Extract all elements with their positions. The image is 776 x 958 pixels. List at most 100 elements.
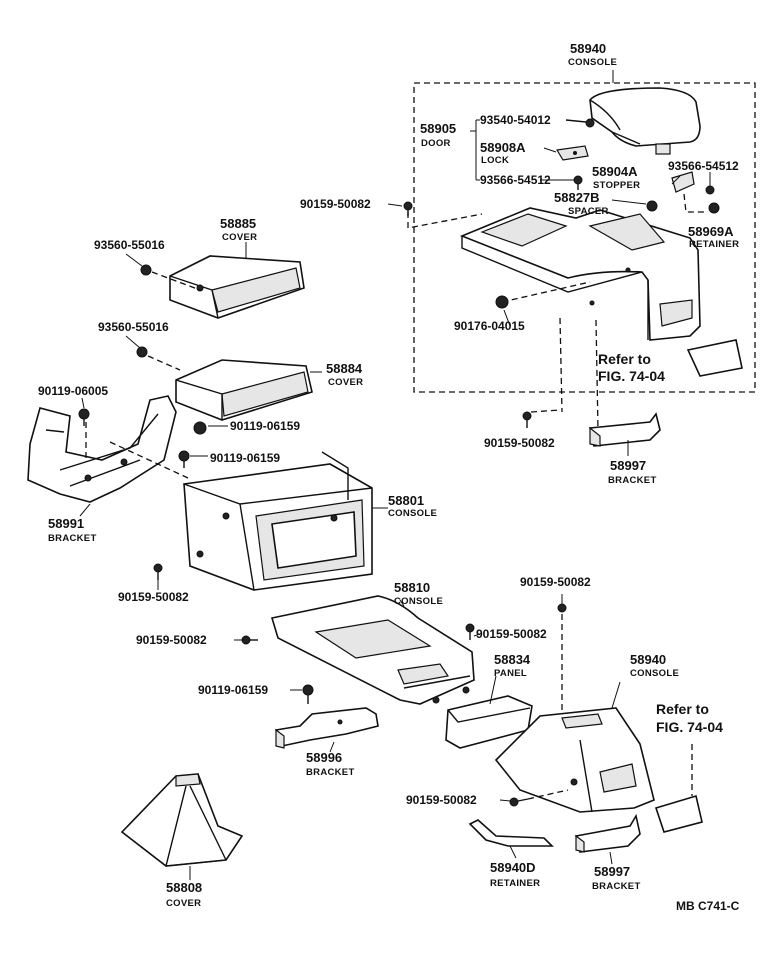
rear-console-body — [459, 207, 701, 341]
label-90159-50082-b: 90159-50082 — [484, 436, 555, 450]
svg-text:58991: 58991 — [48, 516, 84, 531]
svg-text:COVER: COVER — [222, 232, 257, 243]
svg-text:58827B: 58827B — [554, 190, 600, 205]
label-90159-50082-d: 90159-50082 — [136, 633, 207, 647]
svg-text:RETAINER: RETAINER — [490, 878, 540, 889]
svg-text:DOOR: DOOR — [421, 138, 451, 149]
bracket-58997-bottom — [575, 813, 641, 853]
label-93566-54512-left: 93566-54512 — [480, 173, 551, 187]
console-58940-bottom — [494, 603, 655, 813]
label-58969A: 58969A RETAINER — [688, 224, 739, 250]
label-58940-bottom: 58940 CONSOLE — [630, 652, 679, 679]
label-90159-50082-a: 90159-50082 — [300, 197, 371, 211]
label-58884: 58884 COVER — [326, 361, 363, 388]
label-58991: 58991 BRACKET — [48, 516, 97, 544]
screw-93560-a — [140, 264, 201, 291]
label-58905: 58905 DOOR — [420, 121, 456, 149]
bracket-58991 — [27, 395, 189, 503]
switch-cover-piece-bottom — [654, 744, 703, 833]
label-refer-bottom: Refer to FIG. 74-04 — [656, 701, 723, 735]
label-90119-06005: 90119-06005 — [38, 384, 108, 398]
svg-text:CONSOLE: CONSOLE — [630, 668, 679, 679]
svg-text:SPACER: SPACER — [568, 206, 609, 217]
label-58808: 58808 COVER — [166, 880, 202, 909]
svg-text:BRACKET: BRACKET — [48, 533, 97, 544]
stopper-58904A — [671, 171, 720, 214]
console-58940-group-frame — [413, 70, 756, 393]
label-58997-bottom: 58997 BRACKET — [592, 864, 641, 892]
svg-text:STOPPER: STOPPER — [593, 180, 640, 191]
screw-90159-a — [403, 201, 413, 216]
svg-text:58997: 58997 — [594, 864, 630, 879]
svg-text:LOCK: LOCK — [481, 155, 509, 166]
svg-text:58997: 58997 — [610, 458, 646, 473]
label-90176-04015: 90176-04015 — [454, 319, 525, 333]
svg-text:RETAINER: RETAINER — [689, 239, 739, 250]
svg-text:BRACKET: BRACKET — [306, 767, 355, 778]
label-90159-50082-f: 90159-50082 — [520, 575, 591, 589]
bolt-90119-b — [193, 421, 207, 435]
label-93540-54012: 93540-54012 — [480, 113, 551, 127]
label-90159-50082-e: 90159-50082 — [476, 627, 547, 641]
svg-text:58834: 58834 — [494, 652, 531, 667]
screw-90159-c — [153, 563, 163, 580]
svg-text:COVER: COVER — [328, 377, 363, 388]
bracket-58996 — [274, 707, 379, 749]
lock-58908A — [556, 145, 589, 161]
label-58940-top: 58940 CONSOLE — [568, 41, 617, 68]
label-93566-54512-right: 93566-54512 — [668, 159, 739, 173]
svg-text:58884: 58884 — [326, 361, 363, 376]
svg-text:58905: 58905 — [420, 121, 456, 136]
svg-text:58940: 58940 — [630, 652, 666, 667]
svg-text:58904A: 58904A — [592, 164, 638, 179]
svg-text:58810: 58810 — [394, 580, 430, 595]
label-93560-55016-b: 93560-55016 — [98, 320, 169, 334]
nut-90176 — [495, 295, 509, 309]
bracket-58997-top — [589, 412, 661, 447]
screw-93560-b — [136, 346, 181, 371]
retainer-58940D — [468, 819, 554, 847]
svg-text:58808: 58808 — [166, 880, 202, 895]
bolt-90119-c — [178, 450, 190, 468]
svg-text:PANEL: PANEL — [494, 668, 527, 679]
label-90159-50082-c: 90159-50082 — [118, 590, 189, 604]
svg-text:Refer to: Refer to — [598, 351, 651, 367]
svg-text:58940D: 58940D — [490, 860, 536, 875]
svg-text:58969A: 58969A — [688, 224, 734, 239]
label-58997-top: 58997 BRACKET — [608, 458, 657, 486]
svg-text:Refer to: Refer to — [656, 701, 709, 717]
figure-code: MB C741-C — [676, 899, 740, 913]
label-58834: 58834 PANEL — [494, 652, 531, 679]
label-90119-06159-d: 90119-06159 — [198, 683, 268, 697]
shift-boot-cover-58808 — [120, 773, 244, 867]
label-58996: 58996 BRACKET — [306, 750, 355, 778]
screw-90159-g — [509, 789, 569, 807]
svg-text:58940: 58940 — [570, 41, 606, 56]
label-58908A: 58908A LOCK — [480, 140, 526, 166]
console-58801 — [183, 451, 373, 591]
cover-58885 — [169, 255, 305, 319]
svg-text:CONSOLE: CONSOLE — [568, 57, 617, 68]
svg-text:58996: 58996 — [306, 750, 342, 765]
bolt-90119-a — [78, 408, 90, 426]
svg-text:FIG. 74-04: FIG. 74-04 — [598, 368, 665, 384]
spacer-58827B — [646, 200, 658, 212]
console-58810 — [270, 595, 475, 705]
svg-text:CONSOLE: CONSOLE — [394, 596, 443, 607]
svg-text:CONSOLE: CONSOLE — [388, 508, 437, 519]
leader-lines — [79, 119, 711, 880]
console-door-58905 — [589, 87, 701, 155]
label-58801: 58801 CONSOLE — [388, 493, 437, 519]
svg-text:FIG. 74-04: FIG. 74-04 — [656, 719, 723, 735]
cover-58884 — [175, 359, 313, 421]
svg-text:BRACKET: BRACKET — [608, 475, 657, 486]
label-58810: 58810 CONSOLE — [394, 580, 443, 607]
screw-90159-b — [522, 409, 561, 428]
switch-cover-piece-top — [686, 339, 743, 377]
bolt-90119-d — [302, 684, 314, 704]
svg-text:BRACKET: BRACKET — [592, 881, 641, 892]
svg-text:58801: 58801 — [388, 493, 424, 508]
label-refer-top: Refer to FIG. 74-04 — [598, 351, 665, 384]
label-90119-06159-c: 90119-06159 — [210, 451, 280, 465]
